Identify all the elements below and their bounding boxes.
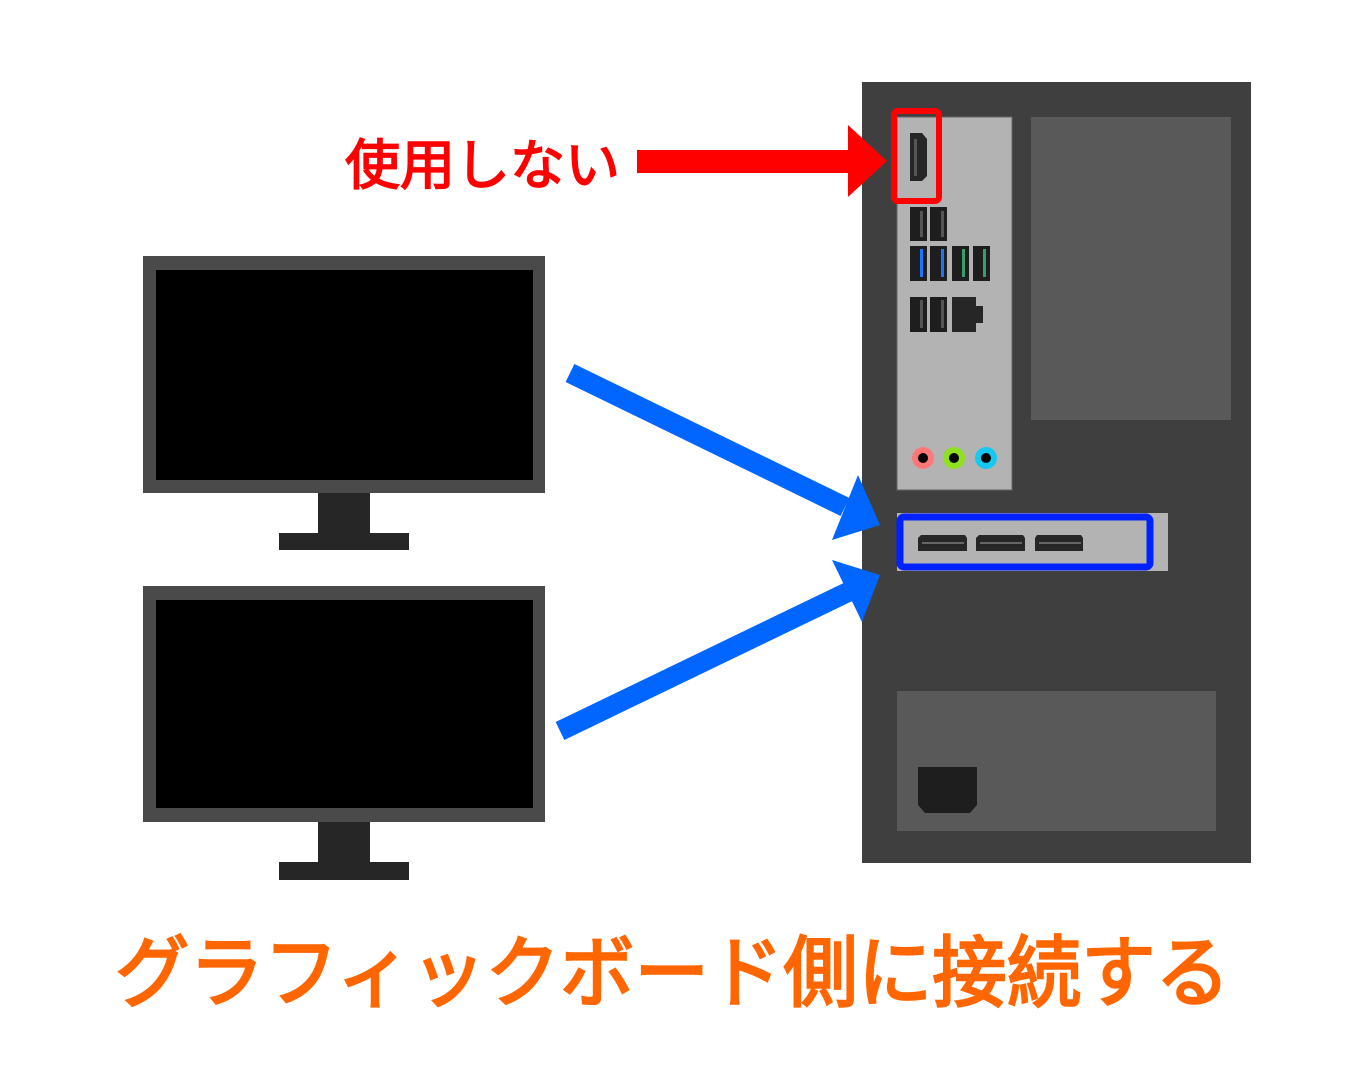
pc-tower-icon xyxy=(862,82,1251,863)
arrow-icon-blue-bottom xyxy=(555,560,880,741)
monitor-icon-bottom xyxy=(143,586,545,880)
instruction-label: グラフィックボード側に接続する xyxy=(115,929,1230,1019)
usb-port-icon xyxy=(910,207,990,332)
graphics-card-bracket xyxy=(897,513,1168,571)
arrow-icon-red xyxy=(637,125,887,197)
graphics-port-highlight xyxy=(896,513,1154,571)
displayport-icon xyxy=(910,133,927,181)
displayport-icon xyxy=(918,535,1083,551)
lan-port-icon xyxy=(952,297,983,332)
io-panel xyxy=(896,116,1013,491)
arrow-icon-blue-top xyxy=(565,364,880,540)
monitor-icon-top xyxy=(143,256,545,550)
audio-jack-icon xyxy=(912,447,997,469)
unused-port-highlight xyxy=(891,108,942,204)
power-supply xyxy=(897,691,1216,831)
power-socket-icon xyxy=(918,767,977,813)
unused-label: 使用しない xyxy=(345,134,620,197)
